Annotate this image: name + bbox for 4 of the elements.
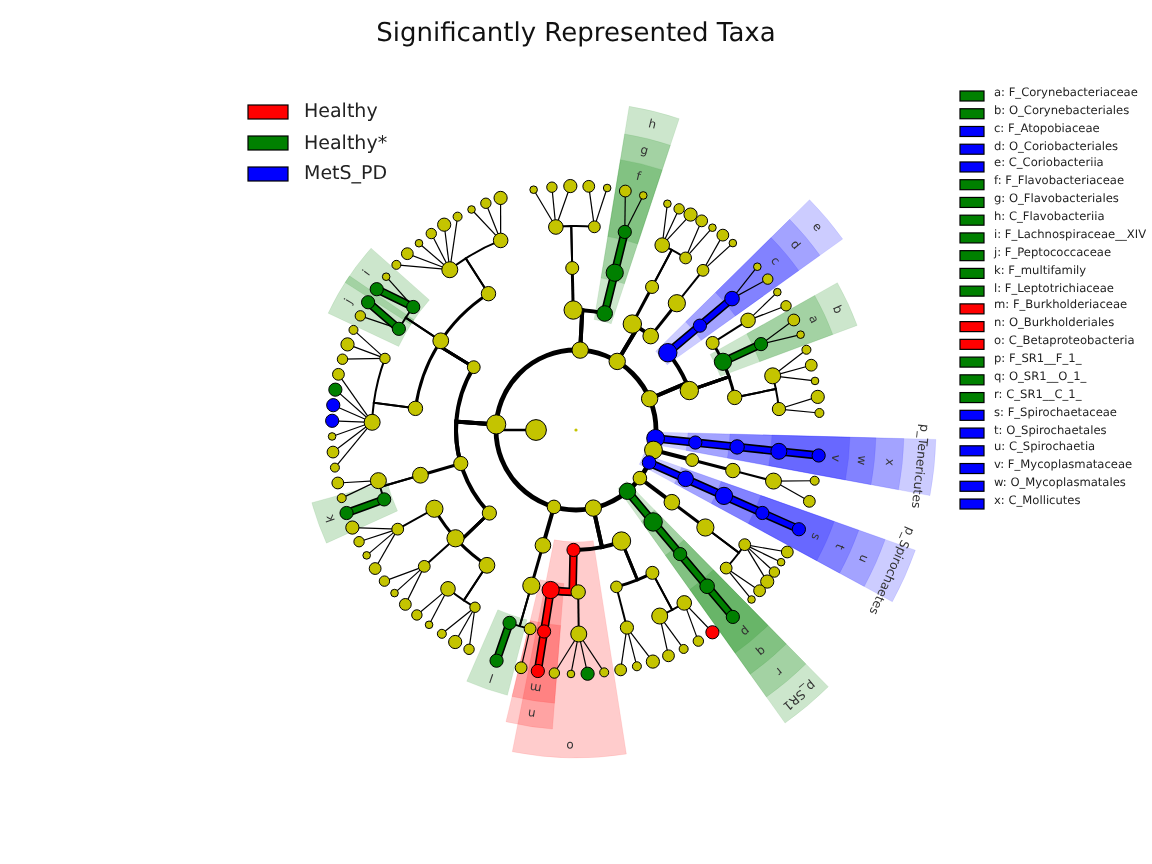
legend-label: Healthy <box>304 102 378 122</box>
legend-label: Healthy* <box>304 133 388 153</box>
legend-label: MetS_PD <box>304 164 388 184</box>
chart-title: Significantly Represented Taxa <box>376 21 776 47</box>
